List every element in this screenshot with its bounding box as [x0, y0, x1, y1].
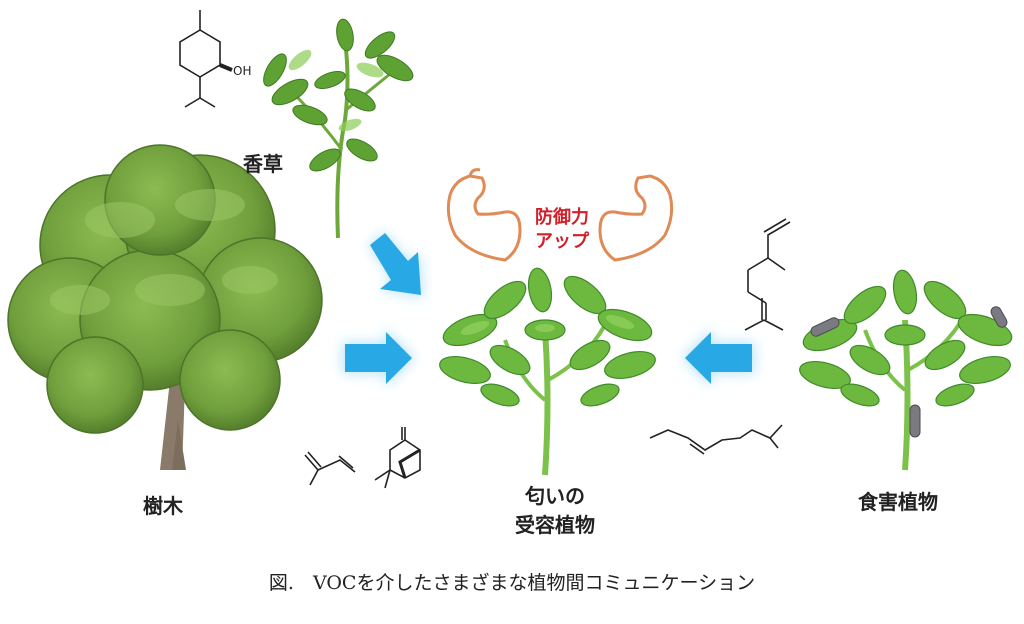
- caterpillar-icon: [810, 306, 1008, 438]
- tree-illustration: [7, 144, 323, 470]
- receiver-label-line2: 受容植物: [515, 513, 595, 537]
- arrow-damaged-to-receiver: [682, 328, 755, 388]
- pinene-structure: [374, 427, 421, 489]
- herb-illustration: [263, 18, 414, 239]
- right-muscle-arm-icon: [598, 174, 674, 262]
- isoprene-structure: [304, 451, 356, 486]
- arrow-herb-to-receiver: [368, 232, 424, 298]
- herb-label: 香草: [243, 152, 283, 176]
- receiver-label: 匂いの 受容植物: [500, 480, 610, 538]
- defense-boost-line2: アップ: [535, 231, 589, 252]
- left-muscle-arm-icon: [446, 168, 522, 262]
- figure-caption: 図. VOCを介したさまざまな植物間コミュニケーション: [268, 572, 756, 594]
- damaged-plant-label: 食害植物: [858, 490, 938, 514]
- damaged-plant-illustration: [799, 269, 1013, 471]
- tree-label: 樹木: [143, 494, 183, 518]
- menthol-structure: OH: [179, 10, 251, 108]
- receiver-label-line1: 匂いの: [525, 484, 585, 508]
- arrow-tree-to-receiver: [342, 328, 415, 388]
- acetate-structure: [649, 424, 783, 455]
- hydroxyl-label: OH: [233, 64, 251, 78]
- defense-boost-line1: 防御力: [535, 207, 589, 228]
- receiver-plant-illustration: [439, 267, 656, 476]
- defense-boost-label: 防御力 アップ: [517, 206, 607, 254]
- terpene-structure: [744, 218, 791, 331]
